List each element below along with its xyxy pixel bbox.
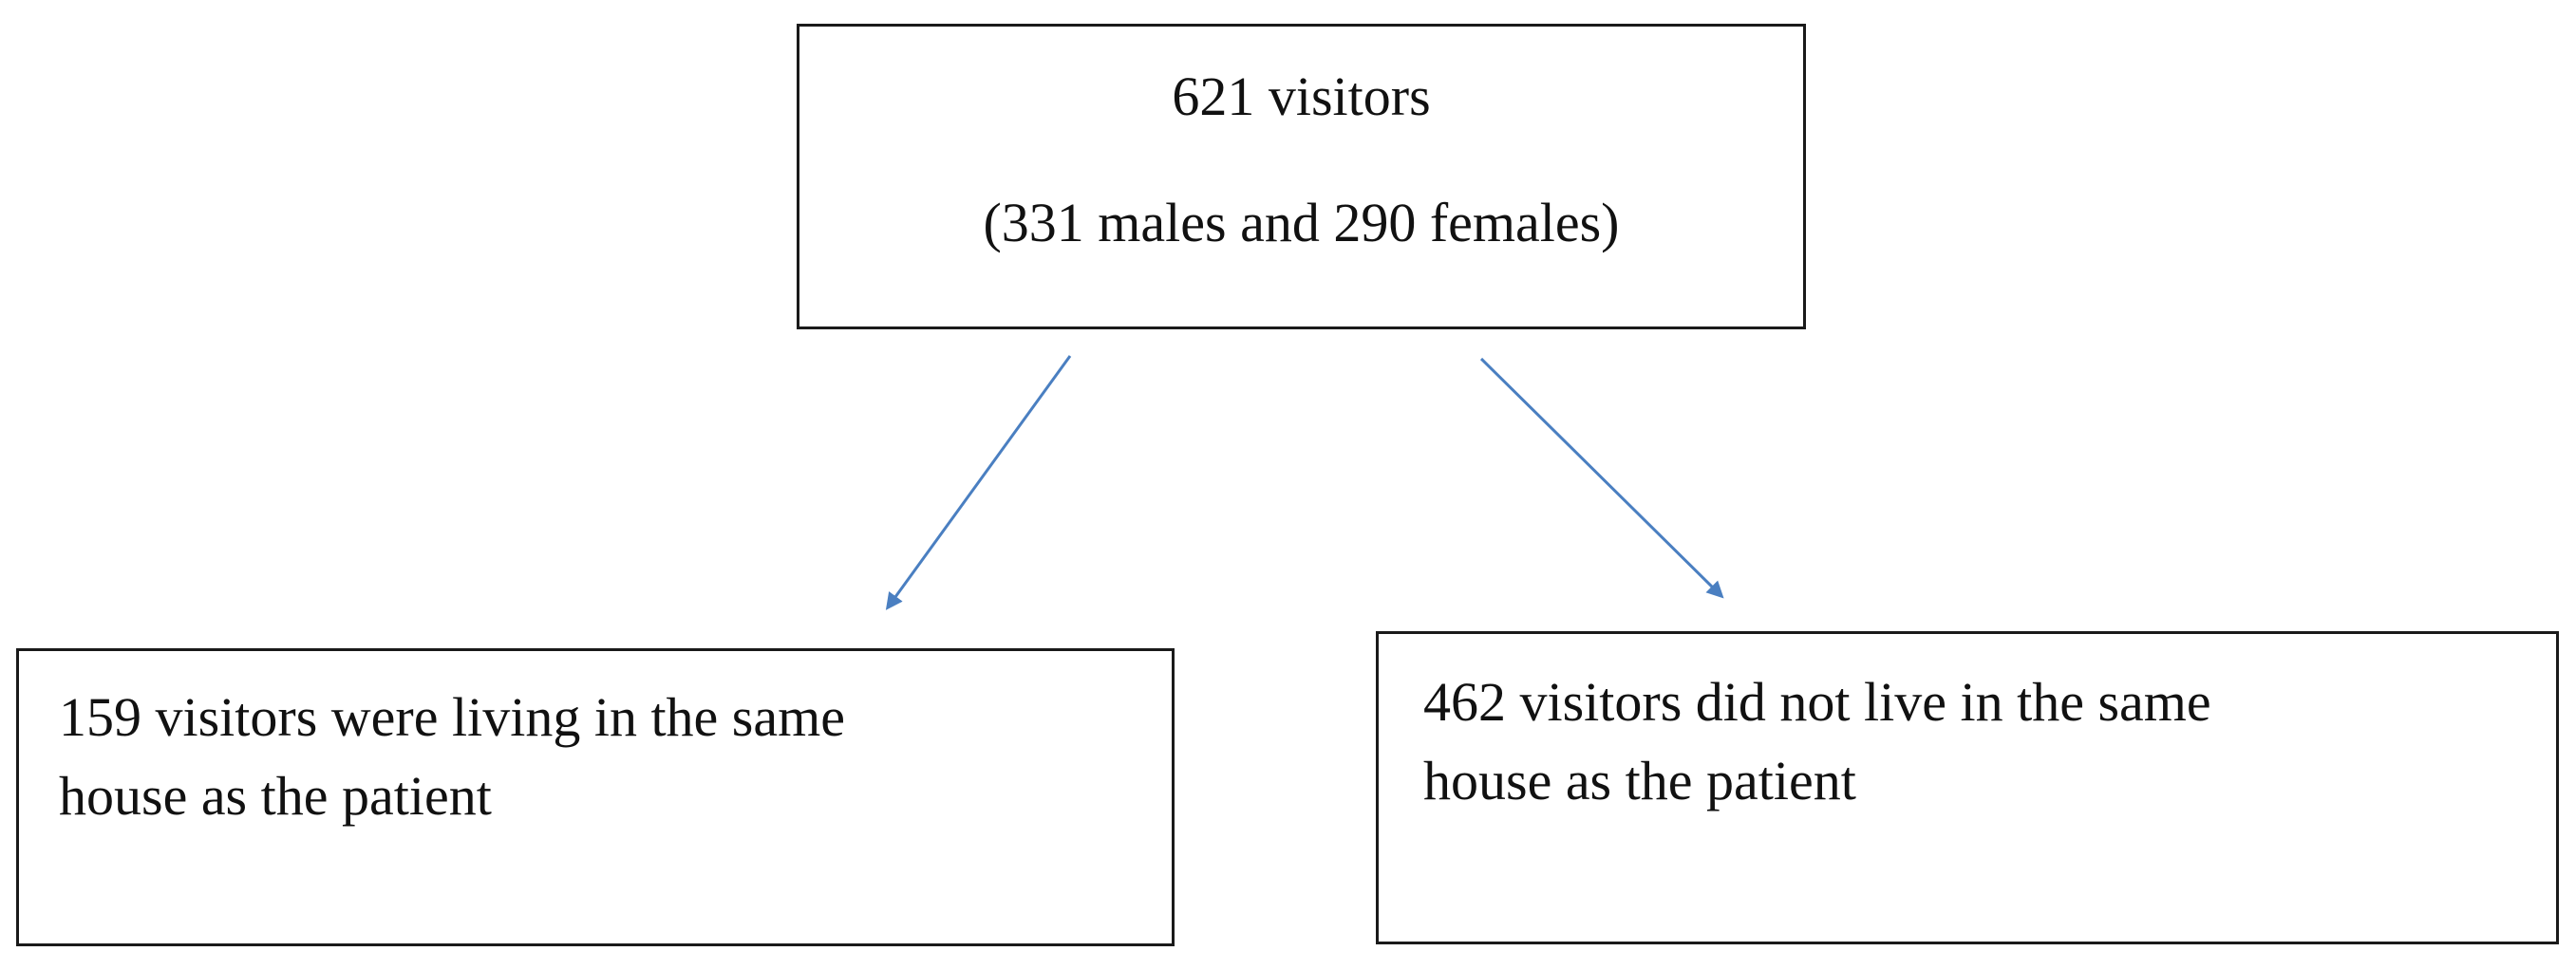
different-house-box: 462 visitors did not live in the same ho… [1376,631,2559,944]
different-house-label: 462 visitors did not live in the same ho… [1423,671,2211,811]
same-house-box: 159 visitors were living in the same hou… [16,648,1175,946]
arrow-to-left-box [885,355,1072,610]
gender-breakdown-label: (331 males and 290 females) [983,192,1620,253]
arrow-to-right-box [1479,357,1724,599]
same-house-label: 159 visitors were living in the same hou… [59,686,845,827]
total-visitors-label: 621 visitors [1172,65,1431,127]
total-visitors-box: 621 visitors (331 males and 290 females) [797,24,1806,329]
